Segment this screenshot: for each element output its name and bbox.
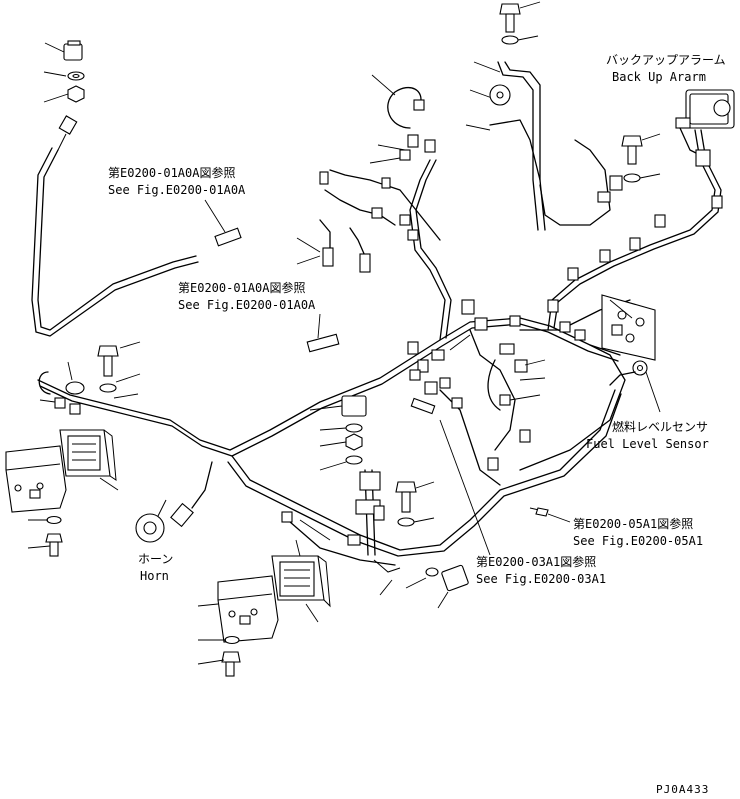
middle-connectors [407,299,571,471]
fuel-sensor-label-ja: 燃料レベルセンサ [612,419,708,434]
center-fasteners [281,395,469,609]
backup-alarm [567,89,735,281]
ref-01a0a-top-ja: 第E0200-01A0A図参照 [108,165,235,180]
sub-harness-upper [296,169,441,273]
ref-01a0a-top-en: See Fig.E0200-01A0A [108,183,246,197]
ref-03a1-ja: 第E0200-03A1図参照 [476,554,596,569]
backup-alarm-label-en: Back Up Ararm [612,70,706,84]
right-bracket [574,294,661,413]
ref-05a1-ja: 第E0200-05A1図参照 [573,516,693,531]
labels: バックアップアラーム Back Up Ararm 第E0200-01A0A図参照… [108,53,726,796]
ref-03a1-en: See Fig.E0200-03A1 [476,572,606,586]
drawing-code: PJ0A433 [656,783,709,796]
fuel-sensor-label-en: Fuel Level Sensor [586,437,709,451]
horn-label-en: Horn [140,569,169,583]
top-left-fasteners [43,40,85,103]
ref-01a0a-mid-en: See Fig.E0200-01A0A [178,298,316,312]
horn [135,499,167,543]
reference-cables [204,199,571,556]
backup-alarm-label-ja: バックアップアラーム [606,53,726,67]
ref-05a1-en: See Fig.E0200-05A1 [573,534,703,548]
left-lamps [5,341,141,557]
ref-01a0a-mid-ja: 第E0200-01A0A図参照 [178,280,305,295]
horn-label-ja: ホーン [138,552,173,566]
lower-lamps [197,539,331,677]
top-bolt [465,1,541,131]
loop-connector [369,74,436,164]
